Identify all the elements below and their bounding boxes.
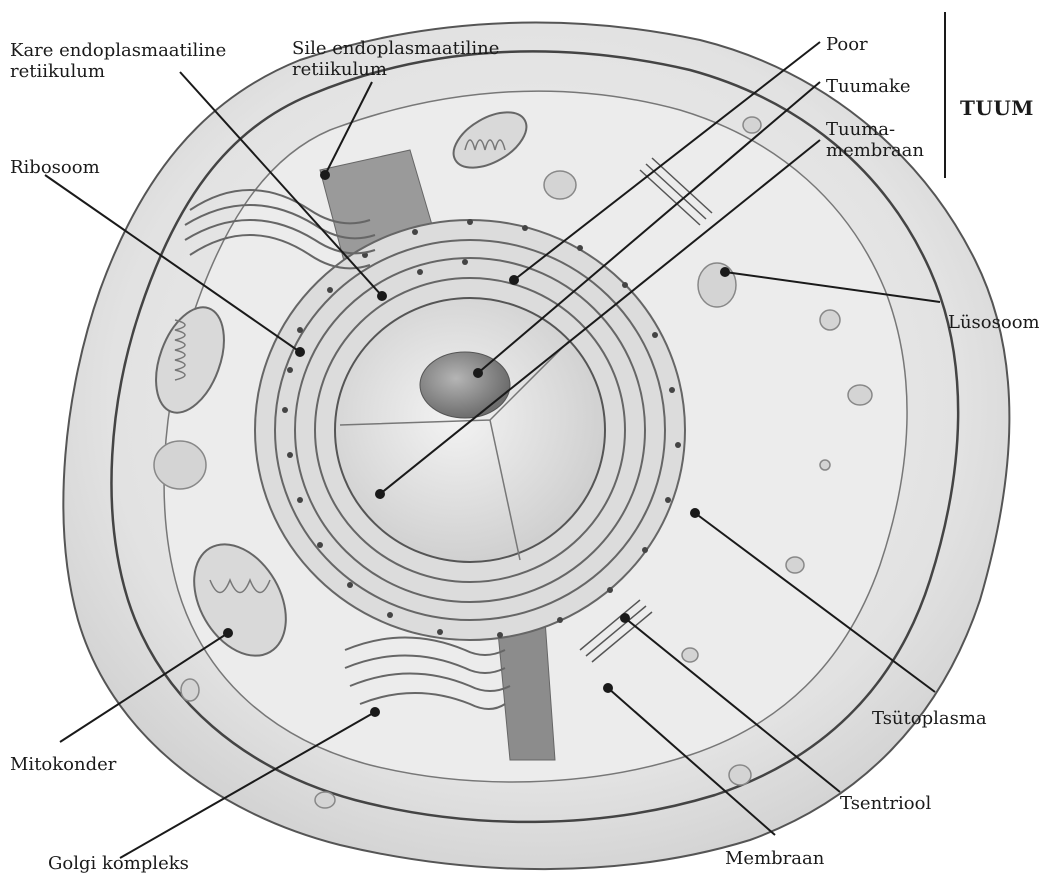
label-pore: Poor bbox=[826, 34, 868, 55]
label-rough-er: Kare endoplasmaatiline retiikulum bbox=[10, 40, 226, 82]
nucleolus bbox=[420, 352, 510, 418]
label-rough-er-line2: retiikulum bbox=[10, 61, 226, 82]
nucleus bbox=[335, 298, 605, 562]
label-nuclear-membrane-line1: Tuuma- bbox=[826, 119, 924, 140]
label-centriole: Tsentriool bbox=[840, 793, 931, 814]
label-lysosome: Lüsosoom bbox=[948, 312, 1039, 333]
label-smooth-er: Sile endoplasmaatiline retiikulum bbox=[292, 38, 499, 80]
label-cytoplasm: Tsütoplasma bbox=[872, 708, 987, 729]
label-golgi: Golgi kompleks bbox=[48, 853, 189, 874]
label-smooth-er-line1: Sile endoplasmaatiline bbox=[292, 38, 499, 59]
label-smooth-er-line2: retiikulum bbox=[292, 59, 499, 80]
label-nuclear-membrane: Tuuma- membraan bbox=[826, 119, 924, 161]
label-nucleus-group: TUUM bbox=[960, 98, 1034, 119]
label-ribosome: Ribosoom bbox=[10, 157, 100, 178]
label-mitochondrion: Mitokonder bbox=[10, 754, 116, 775]
label-rough-er-line1: Kare endoplasmaatiline bbox=[10, 40, 226, 61]
label-nuclear-membrane-line2: membraan bbox=[826, 140, 924, 161]
label-membrane: Membraan bbox=[725, 848, 824, 869]
label-nucleolus: Tuumake bbox=[826, 76, 911, 97]
